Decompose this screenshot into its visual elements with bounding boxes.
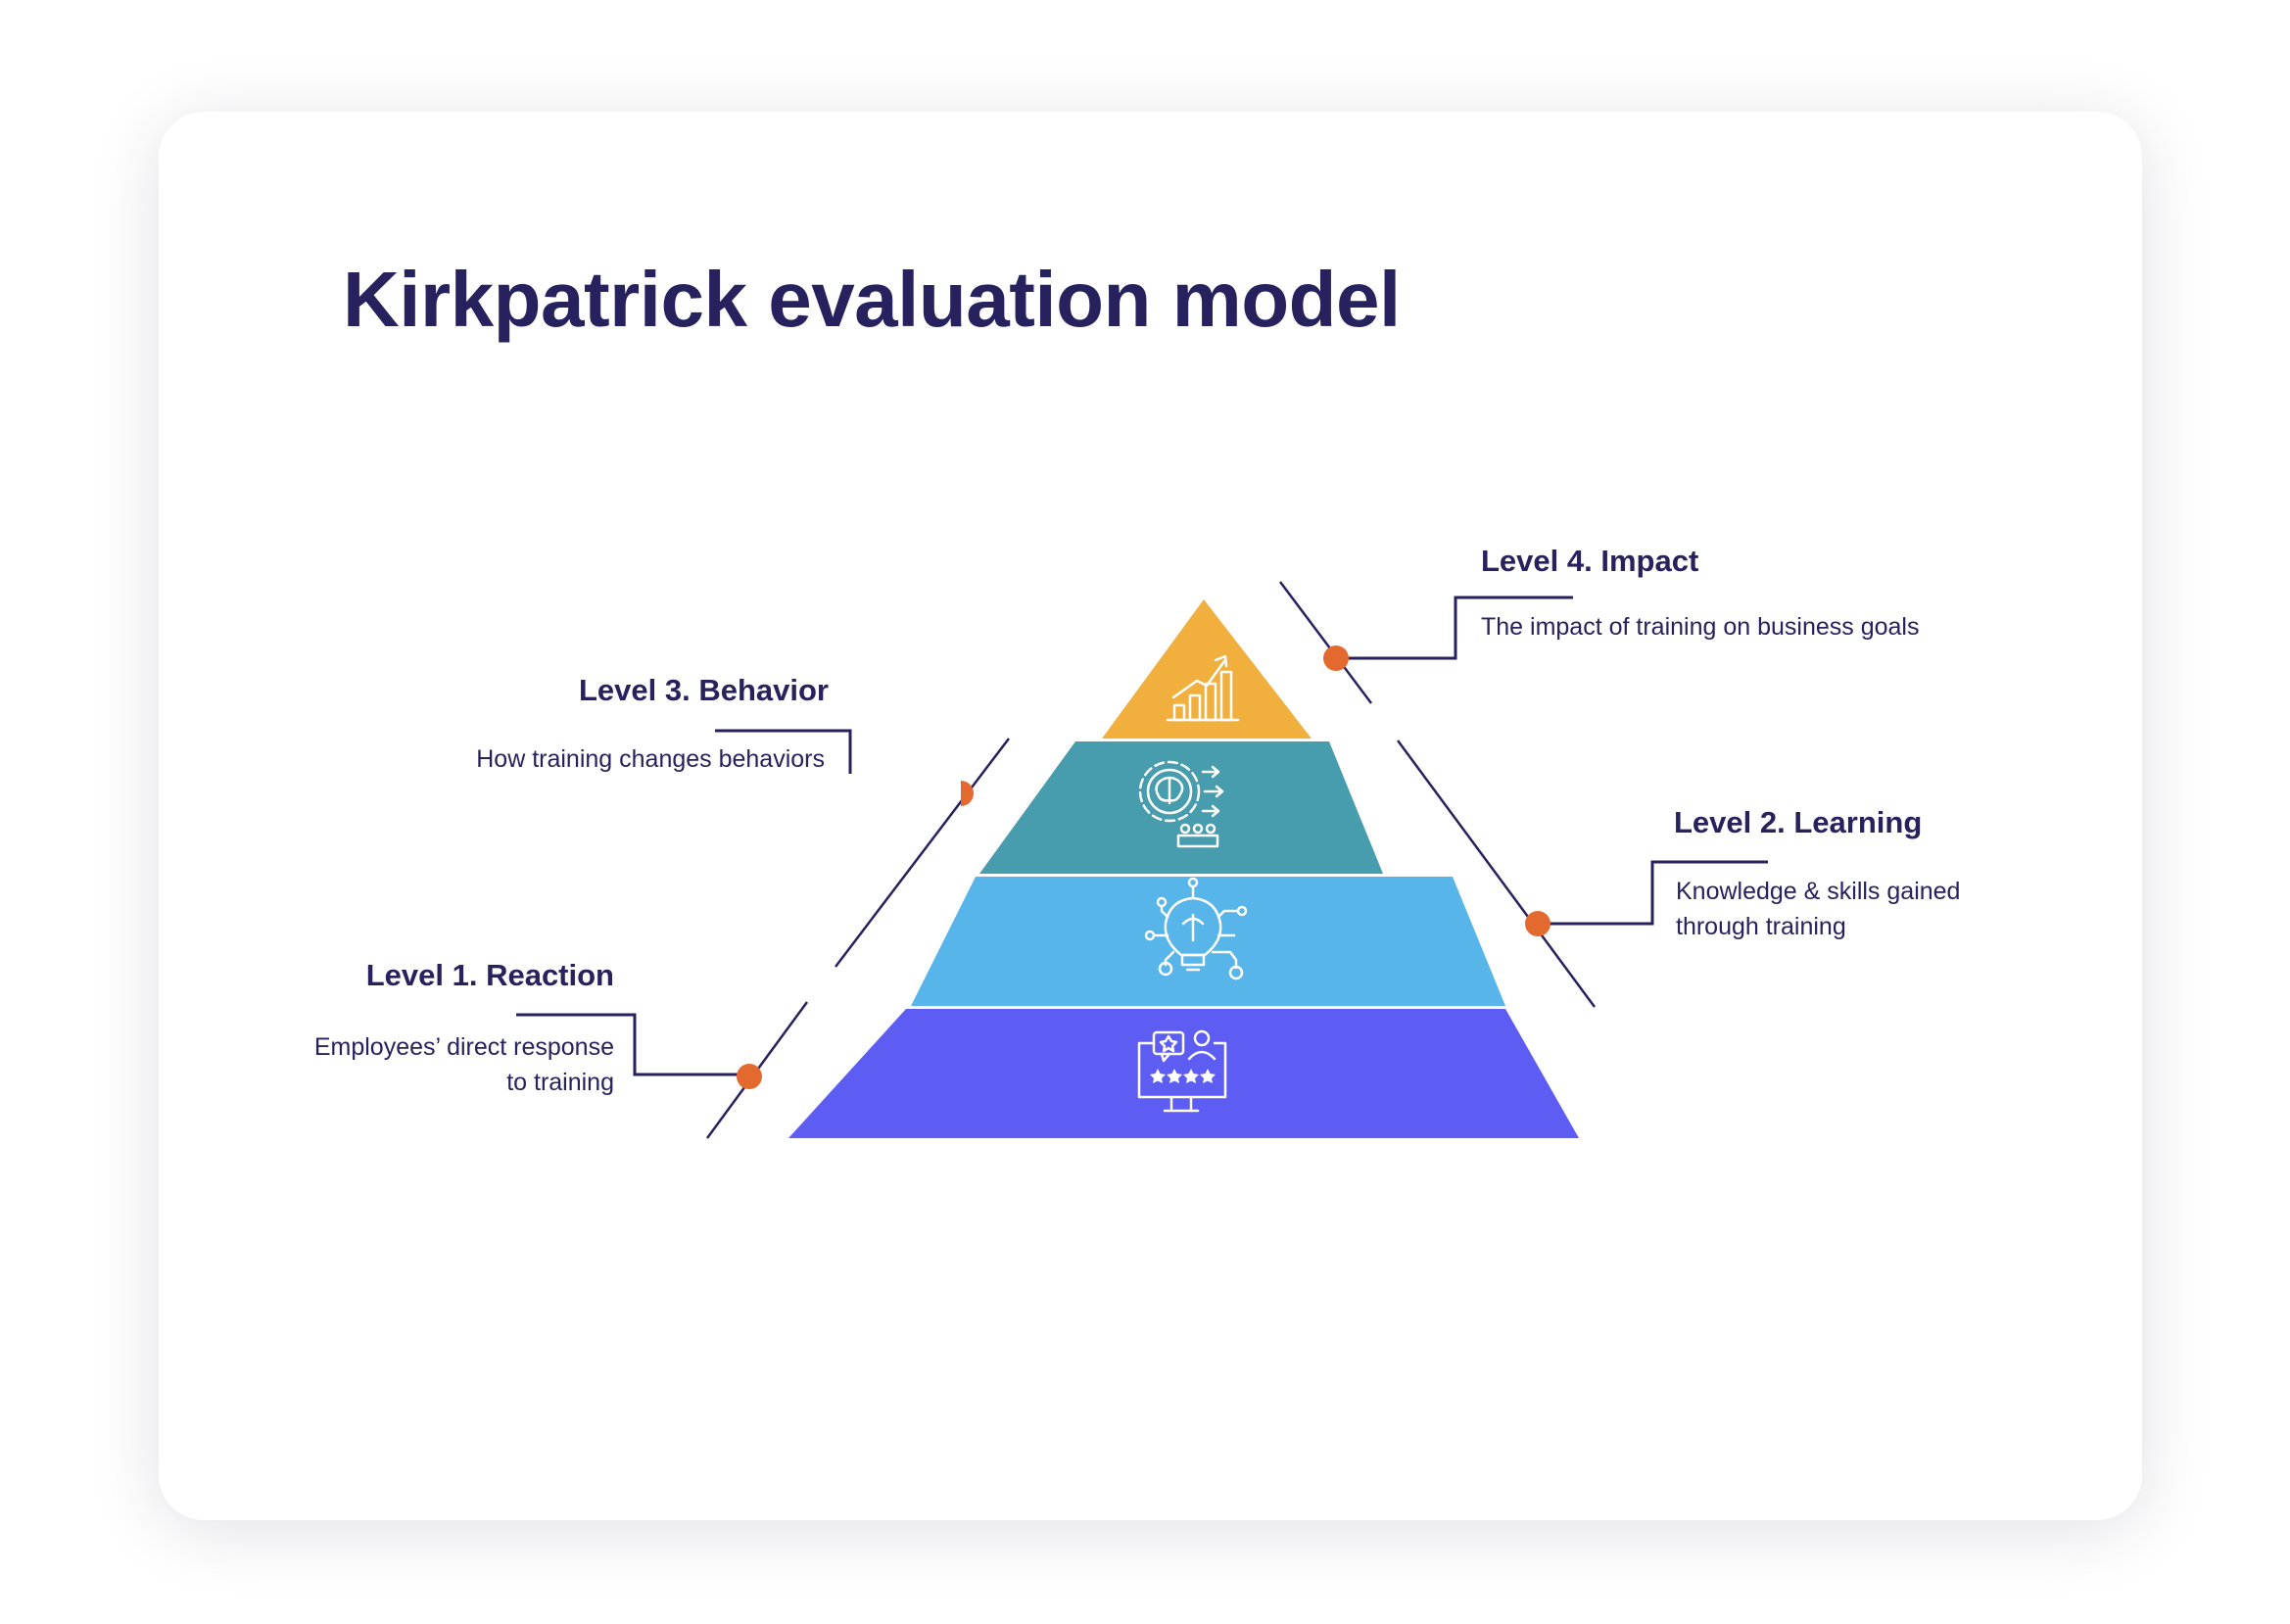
connector-level-4	[1336, 596, 1573, 660]
page-title: Kirkpatrick evaluation model	[343, 256, 1401, 343]
connector-level-2	[1538, 860, 1768, 926]
guide-line-right-upper	[1279, 581, 1372, 704]
level-2-title: Level 2. Learning	[1674, 805, 1923, 839]
growth-chart-icon	[1166, 654, 1240, 722]
level-2-description: Knowledge & skills gained through traini…	[1676, 874, 1960, 944]
level-3-description: How training changes behaviors	[476, 741, 825, 777]
pyramid-tier-level-1	[788, 1009, 1579, 1138]
level-4-title: Level 4. Impact	[1481, 544, 1699, 578]
dot-level-1	[737, 1064, 762, 1089]
level-2-description-line: Knowledge & skills gained	[1676, 878, 1961, 905]
level-1-description: Employees’ direct response to training	[314, 1029, 614, 1100]
dot-level-4	[1323, 645, 1349, 671]
guide-line-left-upper	[835, 738, 1010, 968]
connector-level-1	[516, 1013, 749, 1076]
pyramid-tier-level-2	[911, 877, 1505, 1006]
level-1-title: Level 1. Reaction	[365, 958, 614, 992]
level-3-title: Level 3. Behavior	[578, 673, 829, 707]
monitor-rating-feedback-icon	[1137, 1029, 1227, 1113]
lightbulb-brain-network-icon	[1144, 877, 1248, 980]
level-4-description: The impact of training on business goals	[1481, 609, 1919, 645]
guide-line-right-lower	[1396, 740, 1597, 1008]
level-1-description-line: Employees’ direct response	[313, 1033, 614, 1061]
level-4-description-line: The impact of training on business goals	[1481, 613, 1920, 641]
dot-level-3	[961, 781, 974, 806]
pyramid-tier-level-3	[979, 741, 1383, 874]
level-2-description-line: through training	[1676, 913, 1846, 940]
brain-gear-team-icon	[1138, 760, 1224, 848]
level-3-description-line: How training changes behaviors	[476, 745, 825, 773]
connector-level-3	[715, 729, 852, 774]
level-1-description-line: to training	[506, 1069, 614, 1096]
dot-level-2	[1525, 911, 1551, 936]
pyramid-tier-level-4	[1102, 599, 1312, 739]
